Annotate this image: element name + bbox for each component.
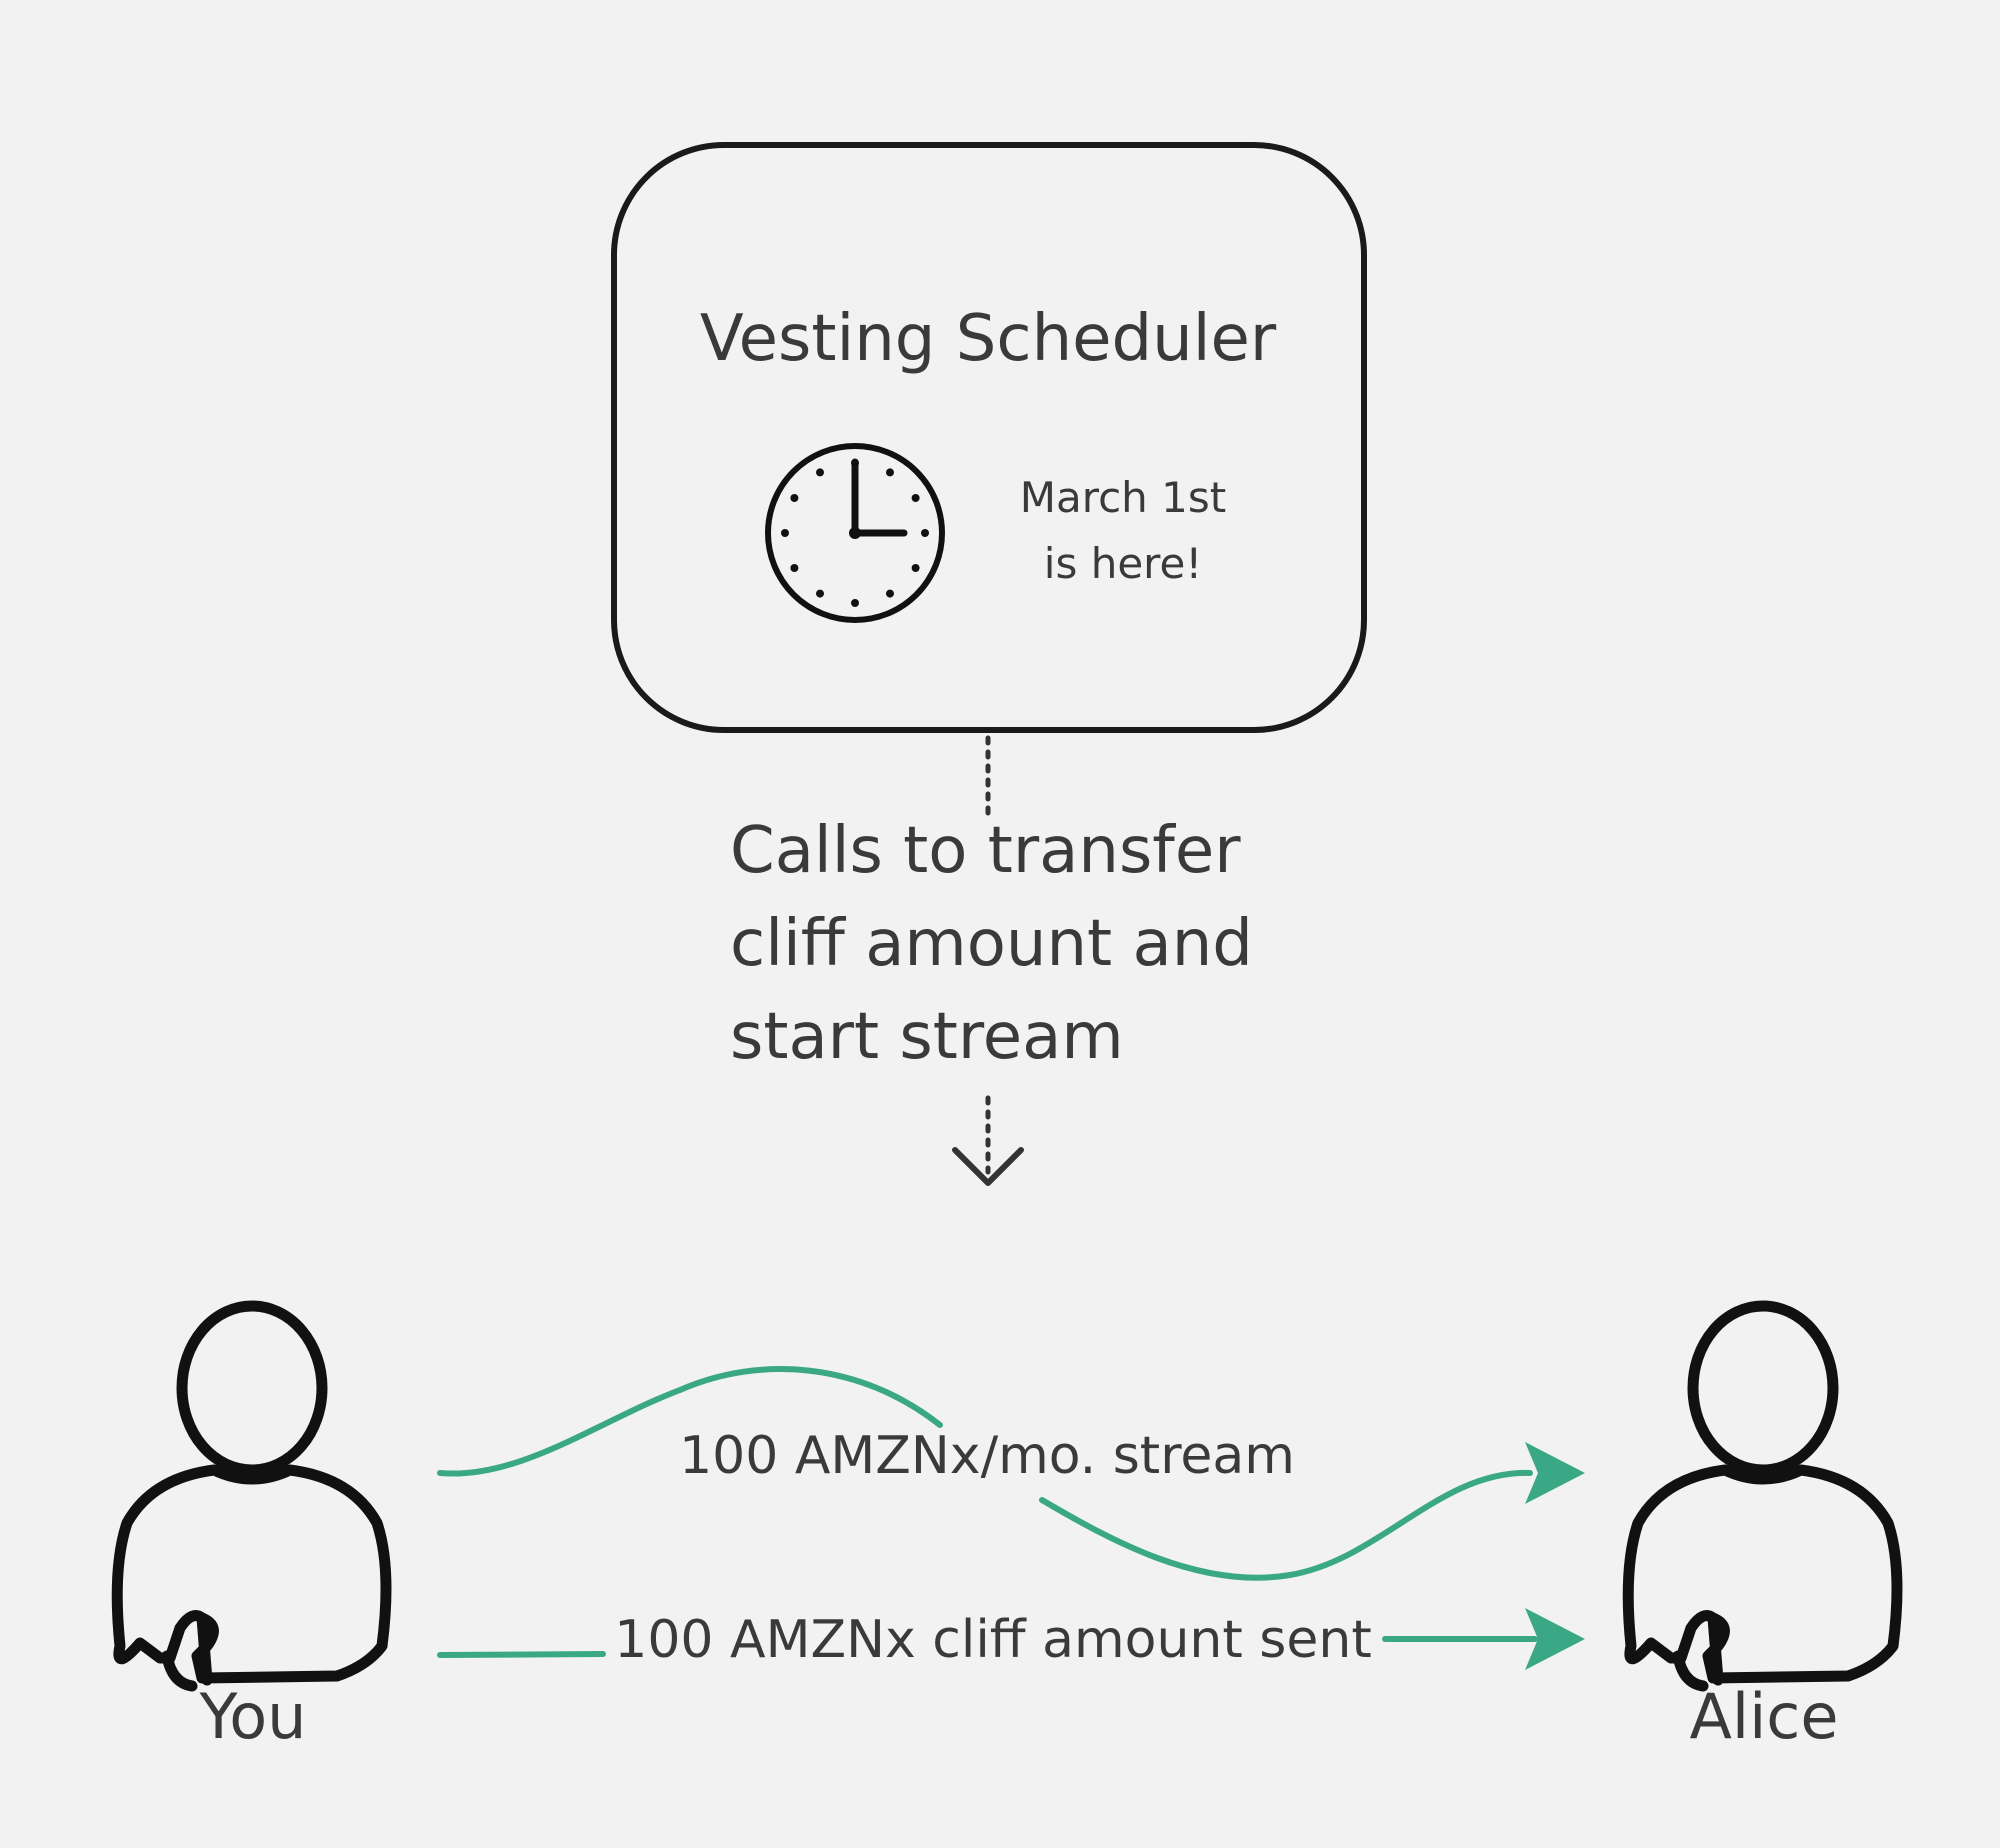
- person-icon: [117, 1306, 386, 1686]
- clock-tick: [886, 468, 894, 477]
- call-line-1: Calls to transfer: [730, 814, 1241, 888]
- clock-tick: [851, 599, 859, 607]
- sender-label: You: [199, 1680, 307, 1753]
- clock-icon: [765, 443, 945, 623]
- cliff-label: 100 AMZNx cliff amount sent: [614, 1610, 1371, 1670]
- arrow-right-icon: [1525, 1442, 1585, 1504]
- call-line-2: cliff amount and: [730, 907, 1253, 981]
- clock-tick: [816, 468, 824, 477]
- clock-tick: [790, 564, 799, 572]
- clock-tick: [886, 589, 894, 598]
- call-line-3: start stream: [730, 1000, 1124, 1074]
- receiver-label: Alice: [1689, 1680, 1838, 1753]
- clock-tick: [911, 494, 920, 502]
- scheduler-note-line2: is here!: [1044, 539, 1202, 588]
- clock-tick: [816, 589, 824, 598]
- stream-curve-left: [437, 1366, 943, 1477]
- clock-tick: [911, 564, 920, 572]
- scheduler-title: Vesting Scheduler: [700, 302, 1277, 376]
- clock-tick: [921, 529, 929, 537]
- scheduler-note-line1: March 1st: [1020, 473, 1226, 522]
- clock-tick: [790, 494, 799, 502]
- person-icon: [1628, 1306, 1897, 1686]
- cliff-line-left: [437, 1651, 606, 1658]
- arrow-down-icon: [952, 1095, 1024, 1186]
- sender-actor: You: [117, 1306, 386, 1753]
- arrow-right-icon: [1525, 1608, 1585, 1670]
- cliff-flow: 100 AMZNx cliff amount sent: [437, 1608, 1585, 1670]
- call-description: Calls to transfer cliff amount and start…: [730, 814, 1253, 1074]
- stream-flow: 100 AMZNx/mo. stream: [437, 1366, 1585, 1581]
- receiver-actor: Alice: [1628, 1306, 1897, 1753]
- vesting-scheduler-card: Vesting Scheduler March 1st is here!: [611, 142, 1367, 733]
- stream-label: 100 AMZNx/mo. stream: [679, 1426, 1295, 1486]
- stream-curve-right: [1039, 1469, 1533, 1581]
- clock-tick: [781, 529, 789, 537]
